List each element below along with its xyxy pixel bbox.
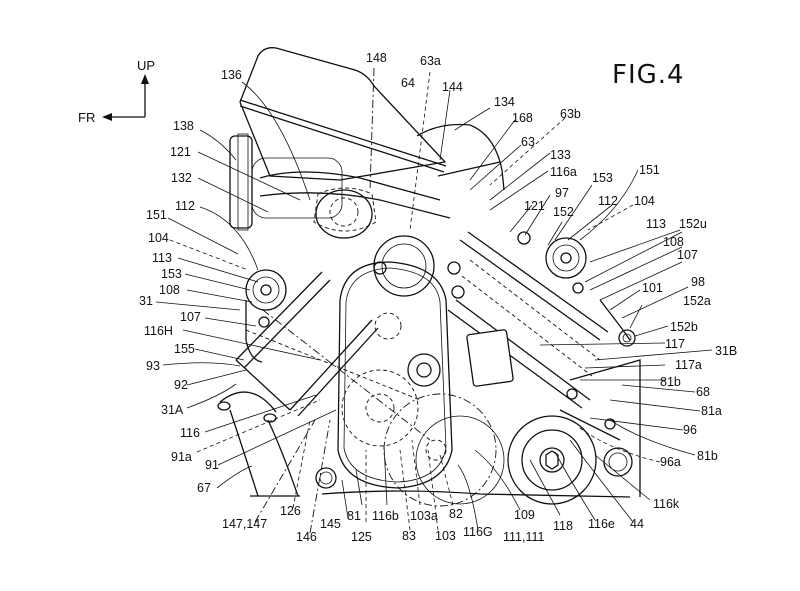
right-engine-mount <box>545 237 587 279</box>
ref-label: 63 <box>521 135 535 149</box>
ref-label: 108 <box>159 283 180 297</box>
ref-label: 104 <box>148 231 169 245</box>
exhaust-pipe-front <box>229 409 259 497</box>
ref-label: 152u <box>679 217 707 231</box>
ref-label: 117 <box>665 337 685 351</box>
ref-label: 125 <box>351 530 372 544</box>
orientation-indicator: UP FR <box>78 58 155 125</box>
ref-label: 153 <box>161 267 182 281</box>
ref-label: 83 <box>402 529 416 543</box>
ref-label: 146 <box>296 530 317 544</box>
ref-label: 113 <box>152 251 172 265</box>
ref-label: 91 <box>205 458 219 472</box>
ref-label: 121 <box>170 145 191 159</box>
ref-label: 138 <box>173 119 194 133</box>
air-cleaner-box <box>239 47 447 181</box>
ref-label: 168 <box>512 111 533 125</box>
ref-label: 151 <box>146 208 167 222</box>
ref-label: 96 <box>683 423 697 437</box>
ref-label: 126 <box>280 504 301 518</box>
ref-label: 92 <box>174 378 188 392</box>
ref-label: 96a <box>660 455 681 469</box>
ref-label: 103 <box>435 529 456 543</box>
ref-label: 67 <box>197 481 211 495</box>
ref-label: 152a <box>683 294 711 308</box>
ref-label: 44 <box>630 517 644 531</box>
ref-label: 148 <box>366 51 387 65</box>
ref-label: 107 <box>677 248 698 262</box>
ref-label: 136 <box>221 68 242 82</box>
ref-label: 93 <box>146 359 160 373</box>
engine-drawing <box>217 47 641 507</box>
rear-mount-boss <box>618 329 636 347</box>
ref-label: 118 <box>553 519 573 533</box>
ref-label: 151 <box>639 163 660 177</box>
ref-label: 64 <box>401 76 415 90</box>
ref-label: 111,111 <box>503 530 545 544</box>
ref-label: 152 <box>553 205 574 219</box>
ref-label: 116H <box>144 324 173 338</box>
component-117 <box>466 329 514 387</box>
ref-label: 81a <box>701 404 722 418</box>
ref-label: 134 <box>494 95 515 109</box>
ref-label: 116G <box>463 525 493 539</box>
ref-label: 31 <box>139 294 153 308</box>
ref-label: 116k <box>653 497 680 511</box>
cam-chain-cover <box>337 261 453 489</box>
ref-label: 116e <box>588 517 615 531</box>
throttle-body-left <box>229 135 253 229</box>
ref-label: 121 <box>524 199 545 213</box>
ref-label: 112 <box>598 194 618 208</box>
ref-label: 81b <box>660 375 681 389</box>
ref-label: 133 <box>550 148 571 162</box>
figure-title: FIG.4 <box>612 60 685 90</box>
front-label: FR <box>78 110 95 125</box>
ref-label: 101 <box>642 281 663 295</box>
ref-label: 155 <box>174 342 195 356</box>
ref-label: 103a <box>410 509 438 523</box>
ref-label: 81b <box>697 449 718 463</box>
small-sprocket <box>407 353 441 387</box>
left-engine-mount <box>245 269 287 311</box>
ref-label: 132 <box>171 171 192 185</box>
ref-label: 81 <box>347 509 361 523</box>
ref-label: 97 <box>555 186 569 200</box>
ref-label: 108 <box>663 235 684 249</box>
ref-label: 107 <box>180 310 201 324</box>
ref-label: 31A <box>161 403 184 417</box>
ref-label: 91a <box>171 450 192 464</box>
ref-label: 116a <box>550 165 577 179</box>
ref-label: 82 <box>449 507 463 521</box>
ref-label: 145 <box>320 517 341 531</box>
dome-cover <box>416 123 505 191</box>
ref-label: 113 <box>646 217 666 231</box>
reference-labels: 136 148 63a 64 144 134 168 63b 63 133 11… <box>139 51 737 544</box>
ref-label: 104 <box>634 194 655 208</box>
ref-label: 152b <box>670 320 698 334</box>
drive-sprocket <box>507 415 597 505</box>
up-label: UP <box>137 58 155 73</box>
ref-label: 116b <box>372 509 399 523</box>
ref-label: 147,147 <box>222 517 267 531</box>
ref-label: 31B <box>715 344 737 358</box>
ref-label: 144 <box>442 80 463 94</box>
ref-label: 116 <box>180 426 200 440</box>
leader-lines <box>156 68 713 534</box>
ref-label: 63a <box>420 54 441 68</box>
ref-label: 112 <box>175 199 195 213</box>
ref-label: 117a <box>675 358 702 372</box>
ref-label: 98 <box>691 275 705 289</box>
ref-label: 63b <box>560 107 581 121</box>
ref-label: 153 <box>592 171 613 185</box>
ref-label: 109 <box>514 508 535 522</box>
ref-label: 68 <box>696 385 710 399</box>
